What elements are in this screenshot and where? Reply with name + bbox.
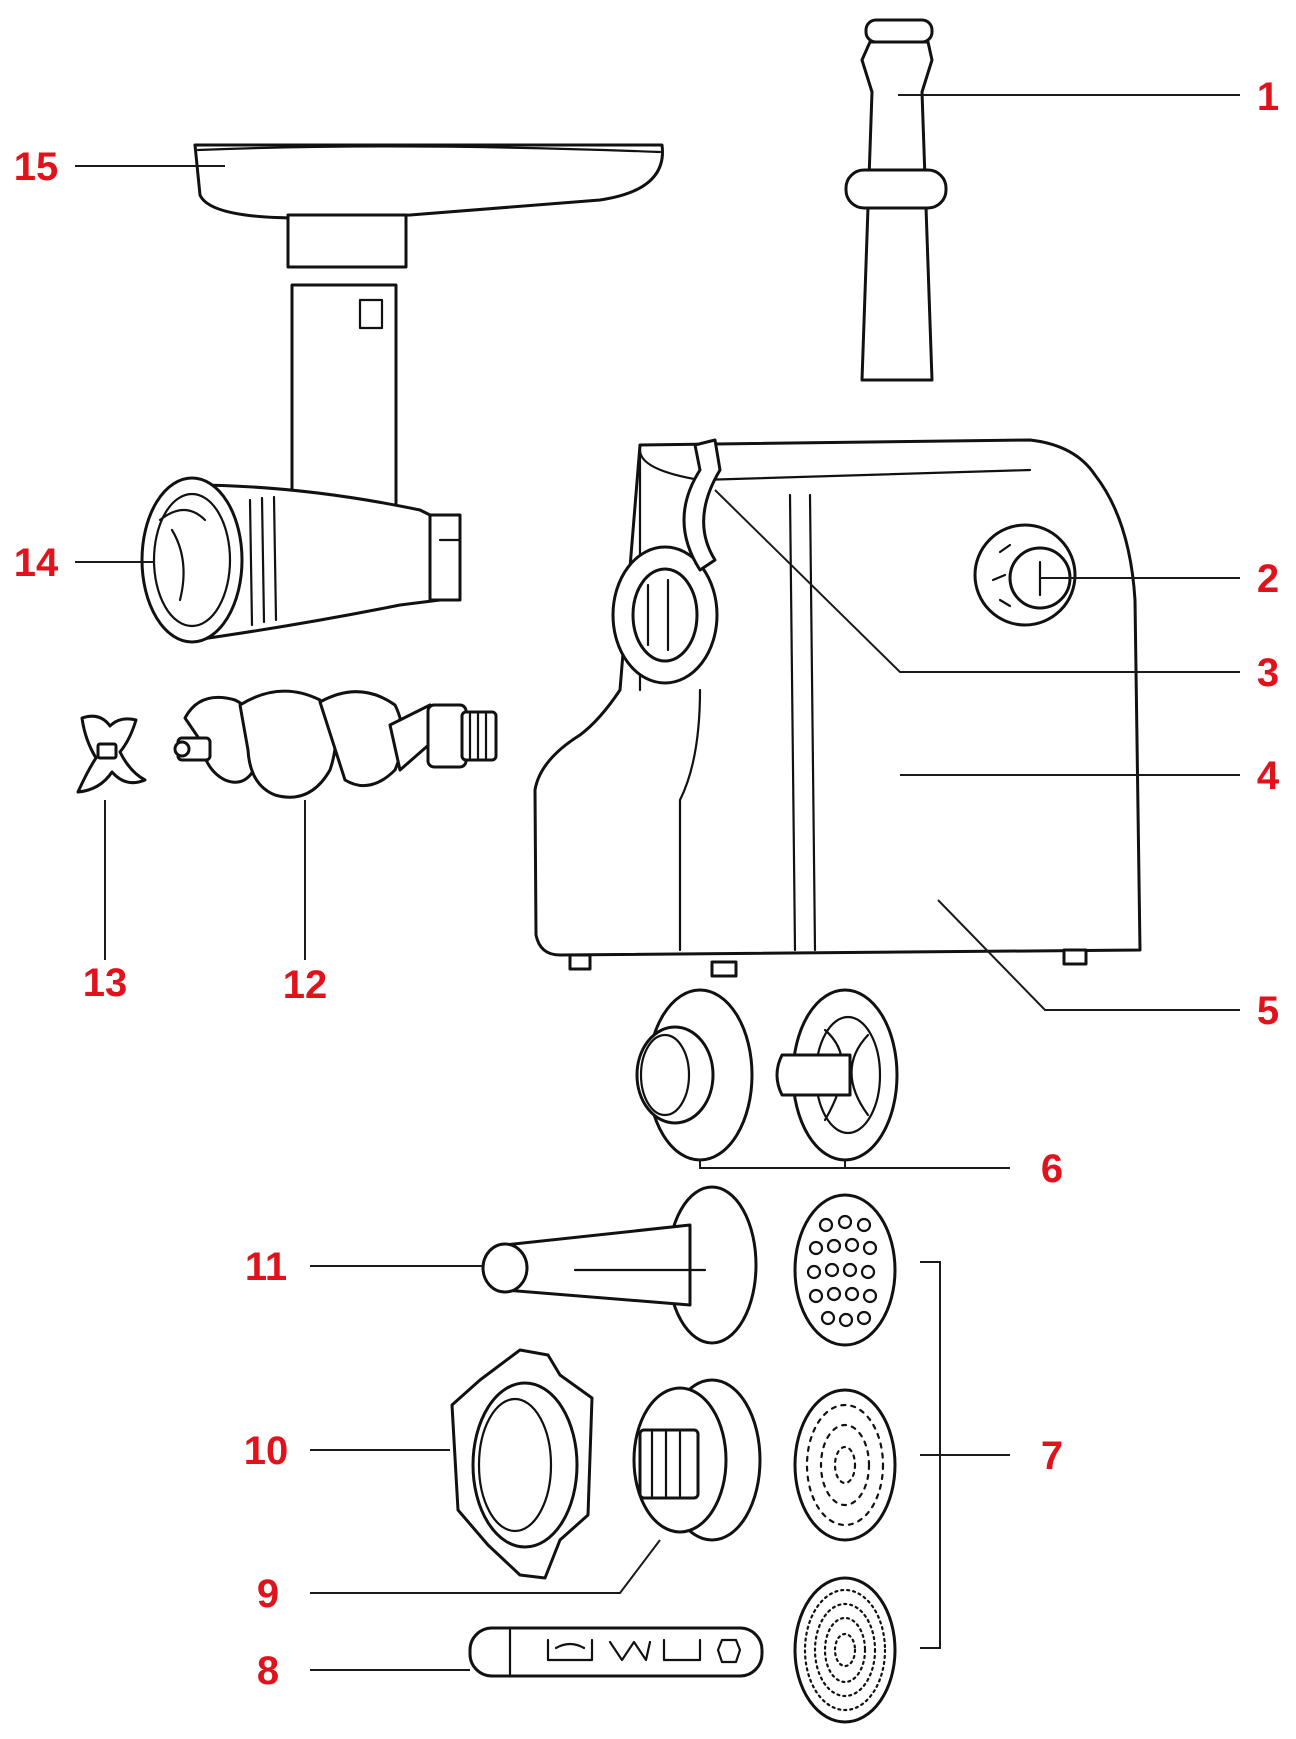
callout-6: 6 (1041, 1147, 1063, 1191)
callout-1: 1 (1257, 75, 1279, 119)
callout-7: 7 (1041, 1434, 1063, 1478)
part-motor-housing (533, 438, 1142, 978)
disc-coarse (793, 1193, 897, 1347)
part-tray (193, 143, 664, 269)
part-cutting-discs (793, 1193, 897, 1724)
part-sausage-attachment (635, 988, 899, 1162)
part-ring-nut (450, 1348, 594, 1580)
callout-14: 14 (14, 541, 59, 585)
callout-8: 8 (257, 1649, 279, 1693)
callout-2: 2 (1257, 557, 1279, 601)
part-sausage-rod (468, 1626, 764, 1678)
callout-4: 4 (1257, 754, 1280, 798)
disc-fine (793, 1576, 897, 1724)
part-grinder-head (140, 283, 462, 644)
callout-5: 5 (1257, 989, 1279, 1033)
leader-lines (75, 94, 1240, 1671)
part-kibbe-attachment (632, 1378, 762, 1542)
disc-medium (793, 1388, 897, 1542)
callout-labels: 1 2 3 4 5 6 7 8 9 10 11 12 13 14 15 (14, 75, 1280, 1693)
part-blade (76, 714, 147, 794)
callout-9: 9 (257, 1572, 279, 1616)
callout-13: 13 (83, 961, 128, 1005)
part-pusher (844, 18, 948, 382)
callout-15: 15 (14, 145, 59, 189)
part-auger (173, 689, 498, 799)
part-sausage-tube (481, 1185, 758, 1345)
callout-11: 11 (245, 1245, 287, 1289)
callout-12: 12 (283, 963, 328, 1007)
callout-10: 10 (244, 1429, 289, 1473)
callout-3: 3 (1257, 651, 1279, 695)
